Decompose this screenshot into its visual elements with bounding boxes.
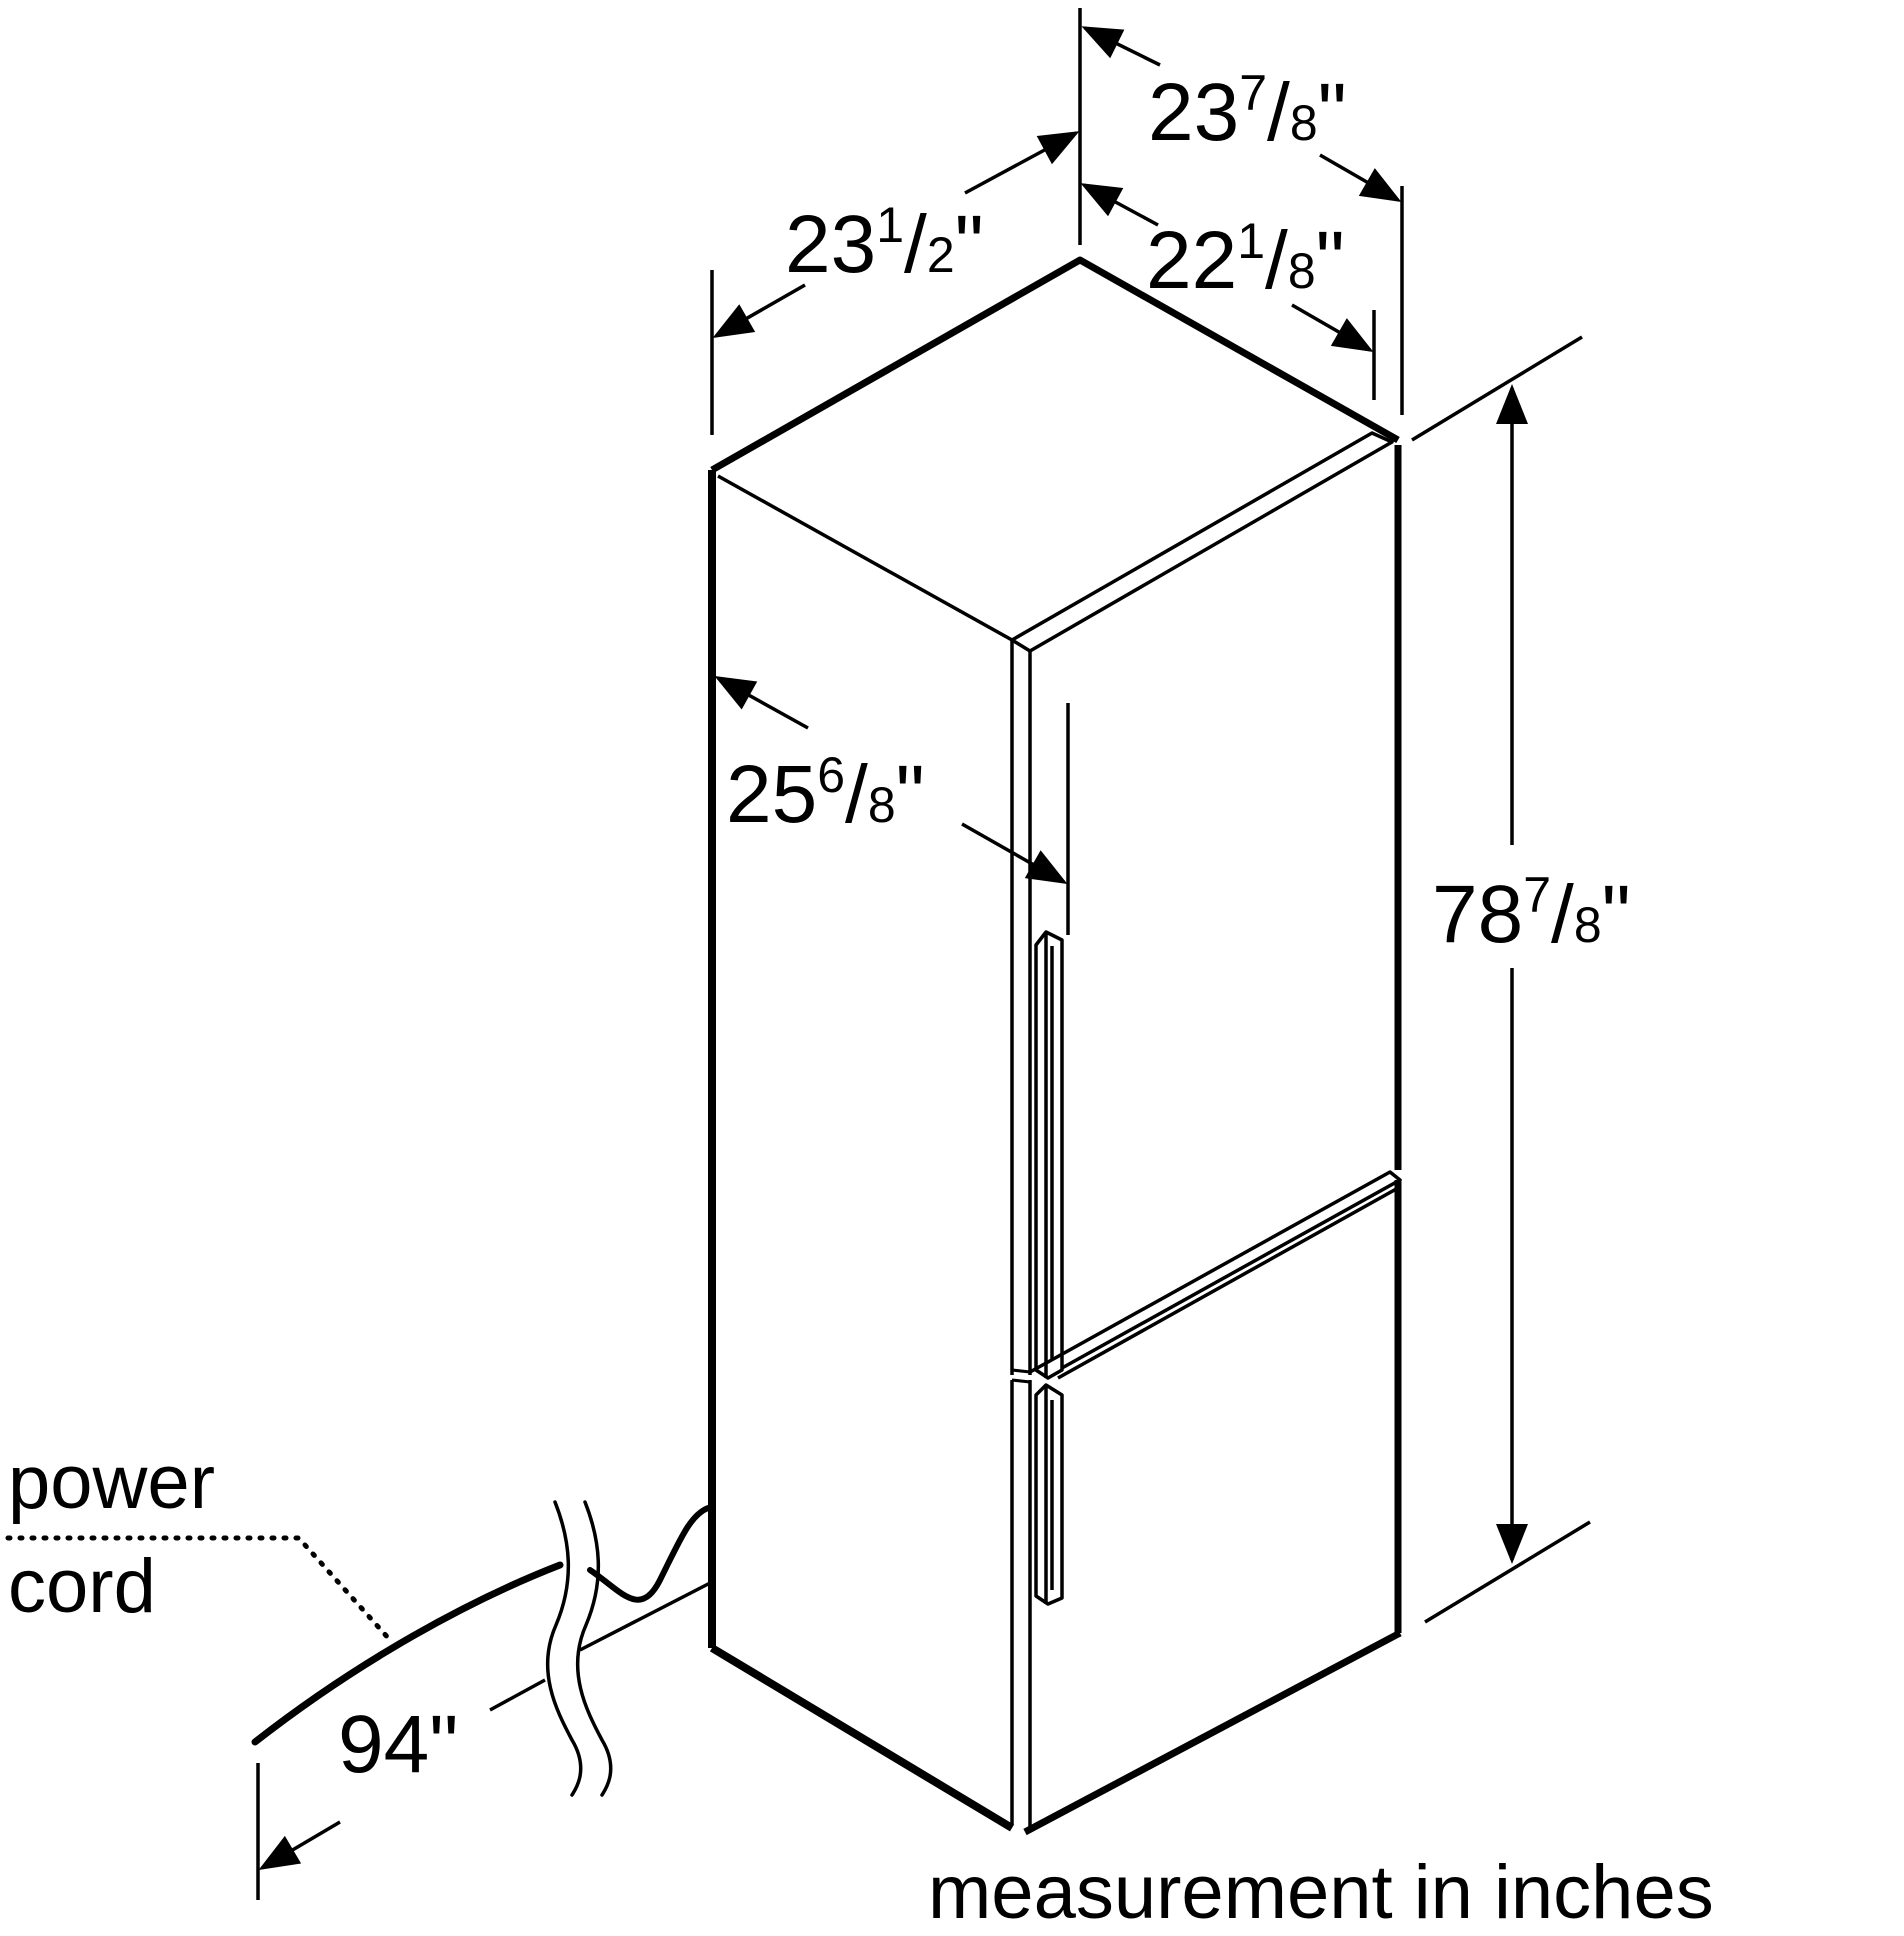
cord-length-label: 94": [338, 1699, 458, 1790]
cabinet-side-top-edge: [717, 474, 1013, 642]
dimension-width: [710, 131, 1080, 435]
height-numerator: 7: [1523, 867, 1551, 923]
width-denominator: 2: [927, 227, 955, 283]
total-depth-unit: ": [1318, 67, 1347, 158]
extension-line-cord-base: [579, 1580, 713, 1652]
cabinet-depth-label: 221/8": [1146, 213, 1345, 306]
hinge-gap: [1011, 1368, 1031, 1384]
measurement-unit-note: measurement in inches: [928, 1850, 1714, 1935]
total-depth-numerator: 7: [1239, 65, 1267, 121]
dimension-total-depth: [1078, 8, 1404, 415]
height-unit: ": [1602, 869, 1631, 960]
dimension-line-door-depth-right: [961, 822, 1068, 884]
total-depth-denominator: 8: [1290, 95, 1318, 151]
door-depth-numerator: 6: [817, 747, 845, 803]
dimension-line-cabinet-depth-right: [1291, 303, 1374, 352]
power-cord-label-line1: power: [8, 1440, 215, 1525]
dimension-line-cord-right: [489, 1678, 546, 1712]
door-divider-edge-lower: [1057, 1186, 1399, 1380]
cord-length-value: 94: [338, 1699, 429, 1790]
dimension-line-door-depth-left: [714, 676, 809, 730]
door-depth-whole: 25: [726, 749, 817, 840]
dimension-door-depth: [714, 676, 1070, 935]
power-cord-cable: [251, 1561, 564, 1746]
upper-door-handle: [1034, 930, 1064, 1380]
total-depth-whole: 23: [1148, 67, 1239, 158]
door-depth-denominator: 8: [868, 777, 896, 833]
cord-break-symbol: [545, 1500, 613, 1797]
refrigerator-body: [708, 256, 1402, 1836]
power-cord-end: [587, 1505, 711, 1603]
height-label: 787/8": [1432, 867, 1631, 960]
cabinet-bottom-front-edge: [1023, 1629, 1402, 1836]
height-whole: 78: [1432, 869, 1523, 960]
dimension-line-cabinet-depth-left: [1080, 183, 1159, 227]
dimension-cord-length: [256, 1580, 713, 1900]
power-cord-leader-dotted-diagonal: [302, 1542, 393, 1643]
door-divider-edge: [1029, 1170, 1402, 1374]
power-cord: [251, 1500, 711, 1797]
extension-line-height-bottom: [1424, 1520, 1591, 1624]
door-depth-unit: ": [896, 749, 925, 840]
extension-line-height-top: [1411, 335, 1583, 442]
height-denominator: 8: [1574, 897, 1602, 953]
total-depth-label: 237/8": [1148, 65, 1347, 158]
lower-door-handle: [1034, 1383, 1064, 1606]
cabinet-depth-numerator: 1: [1237, 213, 1265, 269]
cabinet-depth-denominator: 8: [1288, 243, 1316, 299]
width-unit: ": [955, 199, 984, 290]
cabinet-bottom-left-edge: [709, 1644, 1015, 1832]
dimension-line-total-depth-right: [1319, 153, 1402, 202]
power-cord-label-line2: cord: [8, 1544, 156, 1629]
width-numerator: 1: [876, 197, 904, 253]
cabinet-top-outline: [710, 256, 1400, 474]
dimension-line-width-right: [964, 131, 1080, 195]
width-label: 231/2": [785, 197, 984, 290]
upper-door-top-edge: [1010, 431, 1394, 653]
cabinet-depth-unit: ": [1316, 215, 1345, 306]
cabinet-depth-whole: 22: [1146, 215, 1237, 306]
dimension-line-cord-left: [258, 1820, 341, 1871]
dimension-height: [1411, 335, 1591, 1624]
width-whole: 23: [785, 199, 876, 290]
cord-length-unit: ": [429, 1699, 458, 1790]
dimension-cabinet-depth: [1080, 183, 1376, 400]
dimension-line-total-depth-left: [1081, 26, 1161, 67]
door-depth-label: 256/8": [726, 747, 925, 840]
dimension-line-width-left: [712, 283, 806, 338]
